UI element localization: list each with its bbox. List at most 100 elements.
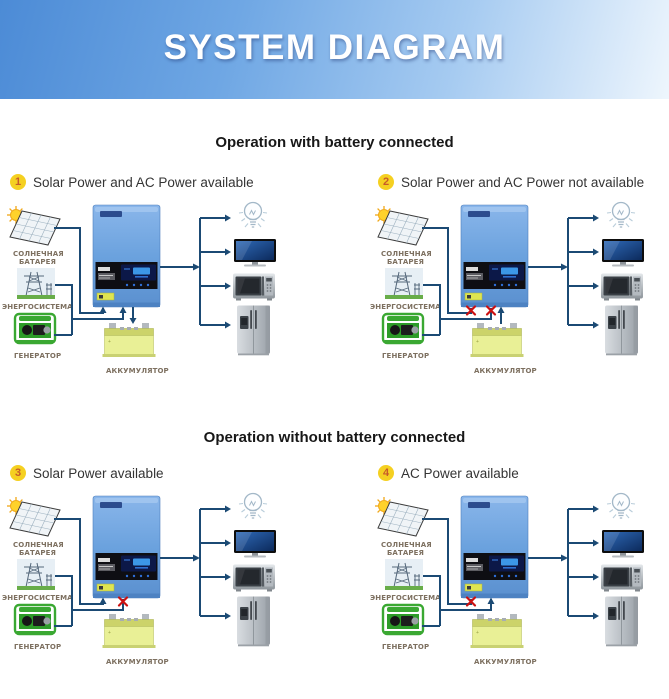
arrowhead	[593, 539, 599, 547]
distribution-wire	[567, 217, 594, 326]
distribution-wire	[199, 508, 226, 617]
battery-label: АККУМУЛЯТОР	[474, 658, 537, 666]
arrowhead	[593, 282, 599, 290]
diagram-title: Solar Power and AC Power not available	[401, 174, 645, 190]
generator-label: ГЕНЕРАТОР	[382, 352, 429, 360]
fridge-icon	[604, 305, 639, 356]
blocked-x-icon	[117, 596, 129, 607]
ac-wire	[54, 575, 124, 627]
microwave-icon	[233, 273, 275, 301]
power-grid-icon	[16, 558, 56, 591]
generator-icon	[381, 603, 425, 636]
generator-icon	[13, 603, 57, 636]
solar-label-line1: СОЛНЕЧНАЯ	[381, 541, 432, 549]
power-grid-icon	[16, 267, 56, 300]
tv-icon	[602, 239, 644, 267]
arrowhead	[119, 306, 127, 313]
power-grid-icon	[384, 267, 424, 300]
distribution-wire	[199, 217, 226, 326]
ac-wire	[54, 284, 124, 336]
arrowhead	[593, 214, 599, 222]
solar-label-line2: БАТАРЕЯ	[19, 549, 56, 557]
solar-label-line1: СОЛНЕЧНАЯ	[13, 250, 64, 258]
solar-label-line2: БАТАРЕЯ	[387, 549, 424, 557]
distribution-wire	[567, 508, 594, 617]
arrowhead	[225, 248, 231, 256]
light-bulb-icon	[238, 492, 268, 519]
diagram-number-badge: 3	[10, 465, 26, 481]
generator-label: ГЕНЕРАТОР	[382, 643, 429, 651]
blocked-x-icon	[485, 305, 497, 316]
solar-panel-icon	[6, 205, 61, 246]
diagram-number-badge: 4	[378, 465, 394, 481]
fridge-icon	[236, 596, 271, 647]
page-title: SYSTEM DIAGRAM	[163, 28, 506, 67]
diagram-number-badge: 1	[10, 174, 26, 190]
arrowhead	[225, 282, 231, 290]
arrowhead	[593, 505, 599, 513]
ac-wire	[422, 575, 492, 627]
diagram-title: Solar Power available	[33, 465, 164, 481]
generator-icon	[13, 312, 57, 345]
arrowhead	[193, 554, 200, 562]
solar-label-line1: СОЛНЕЧНАЯ	[381, 250, 432, 258]
power-grid-icon	[384, 558, 424, 591]
diagram-2-label: 2 Solar Power and AC Power not available	[378, 173, 644, 191]
microwave-icon	[233, 564, 275, 592]
arrowhead	[225, 573, 231, 581]
arrowhead	[225, 214, 231, 222]
arrowhead	[225, 539, 231, 547]
diagram-2-canvas: СОЛНЕЧНАЯ БАТАРЕЯ ЭНЕРГОСИСТЕМА ГЕНЕРАТО…	[370, 201, 644, 375]
diagram-title: Solar Power and AC Power available	[33, 174, 254, 190]
inverter-icon	[92, 495, 161, 599]
battery-icon	[470, 613, 524, 649]
arrowhead	[99, 306, 107, 313]
generator-icon	[381, 312, 425, 345]
header-banner: SYSTEM DIAGRAM	[0, 0, 669, 99]
light-bulb-icon	[606, 201, 636, 228]
diagram-1-canvas: СОЛНЕЧНАЯ БАТАРЕЯ ЭНЕРГОСИСТЕМА ГЕНЕРАТО…	[2, 201, 276, 375]
battery-label: АККУМУЛЯТОР	[106, 367, 169, 375]
diagram-3-canvas: СОЛНЕЧНАЯ БАТАРЕЯ ЭНЕРГОСИСТЕМА ГЕНЕРАТО…	[2, 492, 276, 666]
light-bulb-icon	[606, 492, 636, 519]
section-heading-with-battery: Operation with battery connected	[215, 134, 454, 151]
inverter-icon	[460, 495, 529, 599]
microwave-icon	[601, 273, 643, 301]
arrowhead	[593, 248, 599, 256]
battery-icon	[102, 322, 156, 358]
diagram-1-label: 1 Solar Power and AC Power available	[10, 173, 254, 191]
diagram-title: AC Power available	[401, 465, 519, 481]
fridge-icon	[236, 305, 271, 356]
battery-icon	[102, 613, 156, 649]
inverter-icon	[460, 204, 529, 308]
solar-panel-icon	[374, 496, 429, 537]
section-heading-without-battery: Operation without battery connected	[203, 429, 466, 446]
battery-icon	[470, 322, 524, 358]
arrowhead	[225, 505, 231, 513]
grid-label: ЭНЕРГОСИСТЕМА	[2, 594, 73, 602]
arrowhead	[561, 263, 568, 271]
diagram-3-label: 3 Solar Power available	[10, 464, 164, 482]
inverter-icon	[92, 204, 161, 308]
grid-label: ЭНЕРГОСИСТЕМА	[370, 303, 441, 311]
generator-label: ГЕНЕРАТОР	[14, 352, 61, 360]
solar-label-line2: БАТАРЕЯ	[387, 258, 424, 266]
grid-label: ЭНЕРГОСИСТЕМА	[370, 594, 441, 602]
fridge-icon	[604, 596, 639, 647]
ac-wire	[422, 284, 492, 336]
battery-label: АККУМУЛЯТОР	[106, 658, 169, 666]
grid-label: ЭНЕРГОСИСТЕМА	[2, 303, 73, 311]
arrowhead	[593, 321, 599, 329]
arrowhead	[129, 318, 137, 324]
solar-panel-icon	[374, 205, 429, 246]
tv-icon	[234, 239, 276, 267]
arrowhead	[593, 612, 599, 620]
solar-panel-icon	[6, 496, 61, 537]
arrowhead	[225, 321, 231, 329]
arrowhead	[561, 554, 568, 562]
light-bulb-icon	[238, 201, 268, 228]
blocked-x-icon	[465, 596, 477, 607]
solar-label-line2: БАТАРЕЯ	[19, 258, 56, 266]
diagram-4-label: 4 AC Power available	[378, 464, 519, 482]
